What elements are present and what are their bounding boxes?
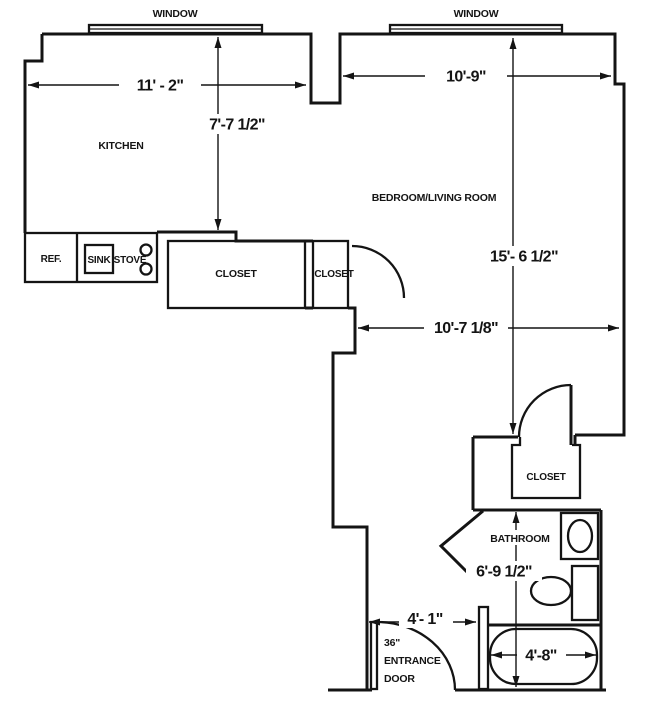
- dim-bathroom-depth: 6'-9 1/2": [476, 564, 532, 581]
- toilet-tank: [570, 564, 600, 622]
- arrowhead-right-icon: [295, 81, 306, 89]
- closet-large-label: CLOSET: [215, 268, 257, 280]
- dim-hall-span: 10'-7 1/8": [434, 320, 498, 337]
- sink-label: SINK: [87, 255, 111, 266]
- stove-burner-top: [139, 243, 153, 257]
- arrowhead-up-icon: [509, 38, 517, 49]
- closet-small-door-arc: [351, 244, 406, 299]
- mask: [424, 318, 508, 338]
- kitchen-closet-divider-wall: [157, 230, 313, 243]
- kitchen-label: KITCHEN: [98, 140, 143, 152]
- bathroom-chamfer-wall: [438, 509, 484, 582]
- mask: [517, 646, 566, 664]
- window-right: [388, 23, 564, 35]
- labels: WINDOW WINDOW KITCHEN BEDROOM/LIVING ROO…: [41, 8, 566, 685]
- bath-closet-box: [510, 437, 582, 500]
- closet-small-label: CLOSET: [314, 269, 353, 280]
- mask: [203, 114, 271, 134]
- entrance-door-leaf: [369, 620, 379, 691]
- mask: [482, 246, 566, 266]
- stove-burner-bottom: [139, 262, 153, 276]
- mask: [466, 561, 542, 581]
- arrowhead-up-icon: [512, 512, 520, 523]
- arrowhead-right-icon: [465, 618, 476, 626]
- window-left-label: WINDOW: [153, 8, 198, 20]
- arrowhead-right-icon: [608, 324, 619, 332]
- entrance-size-label: 36": [384, 637, 400, 649]
- kitchen-closets: [166, 239, 406, 310]
- bathroom-label: BATHROOM: [490, 533, 550, 545]
- entrance-door-label: DOOR: [384, 673, 415, 685]
- kitchen-left-wall: [23, 34, 44, 233]
- counter-block: [23, 231, 159, 284]
- closet-small-box: [311, 239, 350, 310]
- dim-bedroom-depth: 15'- 6 1/2": [490, 249, 558, 266]
- arrowhead-down-icon: [509, 423, 517, 434]
- text-masks: [119, 66, 566, 664]
- dimension-texts: 11' - 2" 10'-9" 7'-7 1/2" 15'- 6 1/2" 10…: [137, 69, 559, 665]
- stove-label: STOVE: [114, 255, 147, 266]
- hall-door-and-closet: [473, 383, 582, 500]
- dim-bedroom-width: 10'-9": [446, 69, 486, 86]
- dim-kitchen-width: 11' - 2": [137, 78, 184, 95]
- bathroom-walls: [438, 437, 603, 691]
- entrance-word-label: ENTRANCE: [384, 655, 441, 667]
- dim-kitchen-depth: 7'-7 1/2": [209, 117, 265, 134]
- dim-entry-passage: 4'- 1": [407, 611, 442, 628]
- refrigerator-label: REF.: [41, 254, 62, 265]
- toilet-bowl: [529, 575, 573, 607]
- closet-large-box: [166, 239, 307, 310]
- hall-door-arc: [517, 383, 572, 438]
- arrowhead-down-icon: [214, 219, 222, 230]
- bedroom-living-label: BEDROOM/LIVING ROOM: [372, 192, 497, 204]
- mask: [425, 66, 507, 86]
- arrowhead-right-icon: [585, 651, 596, 659]
- arrowhead-right-icon: [600, 72, 611, 80]
- arrowhead-left-icon: [343, 72, 354, 80]
- arrowhead-left-icon: [358, 324, 369, 332]
- entrance-door-arc: [376, 620, 457, 691]
- corridor-left-wall: [331, 306, 369, 690]
- arrowhead-down-icon: [512, 676, 520, 687]
- closet-bathroom-label: CLOSET: [526, 472, 565, 483]
- arrowhead-left-icon: [491, 651, 502, 659]
- sink-basin: [83, 243, 115, 275]
- bathroom-door-post: [477, 605, 490, 691]
- mask: [119, 75, 201, 95]
- vanity-sink-bowl: [566, 518, 594, 554]
- dim-tub-length: 4'-8": [525, 648, 557, 665]
- window-left: [87, 23, 264, 35]
- arrowhead-up-icon: [214, 37, 222, 48]
- mask: [488, 530, 552, 545]
- kitchen-counter: [23, 231, 159, 284]
- window-right-label: WINDOW: [454, 8, 499, 20]
- arrowhead-left-icon: [369, 618, 380, 626]
- arrowhead-left-icon: [28, 81, 39, 89]
- mask: [399, 609, 453, 628]
